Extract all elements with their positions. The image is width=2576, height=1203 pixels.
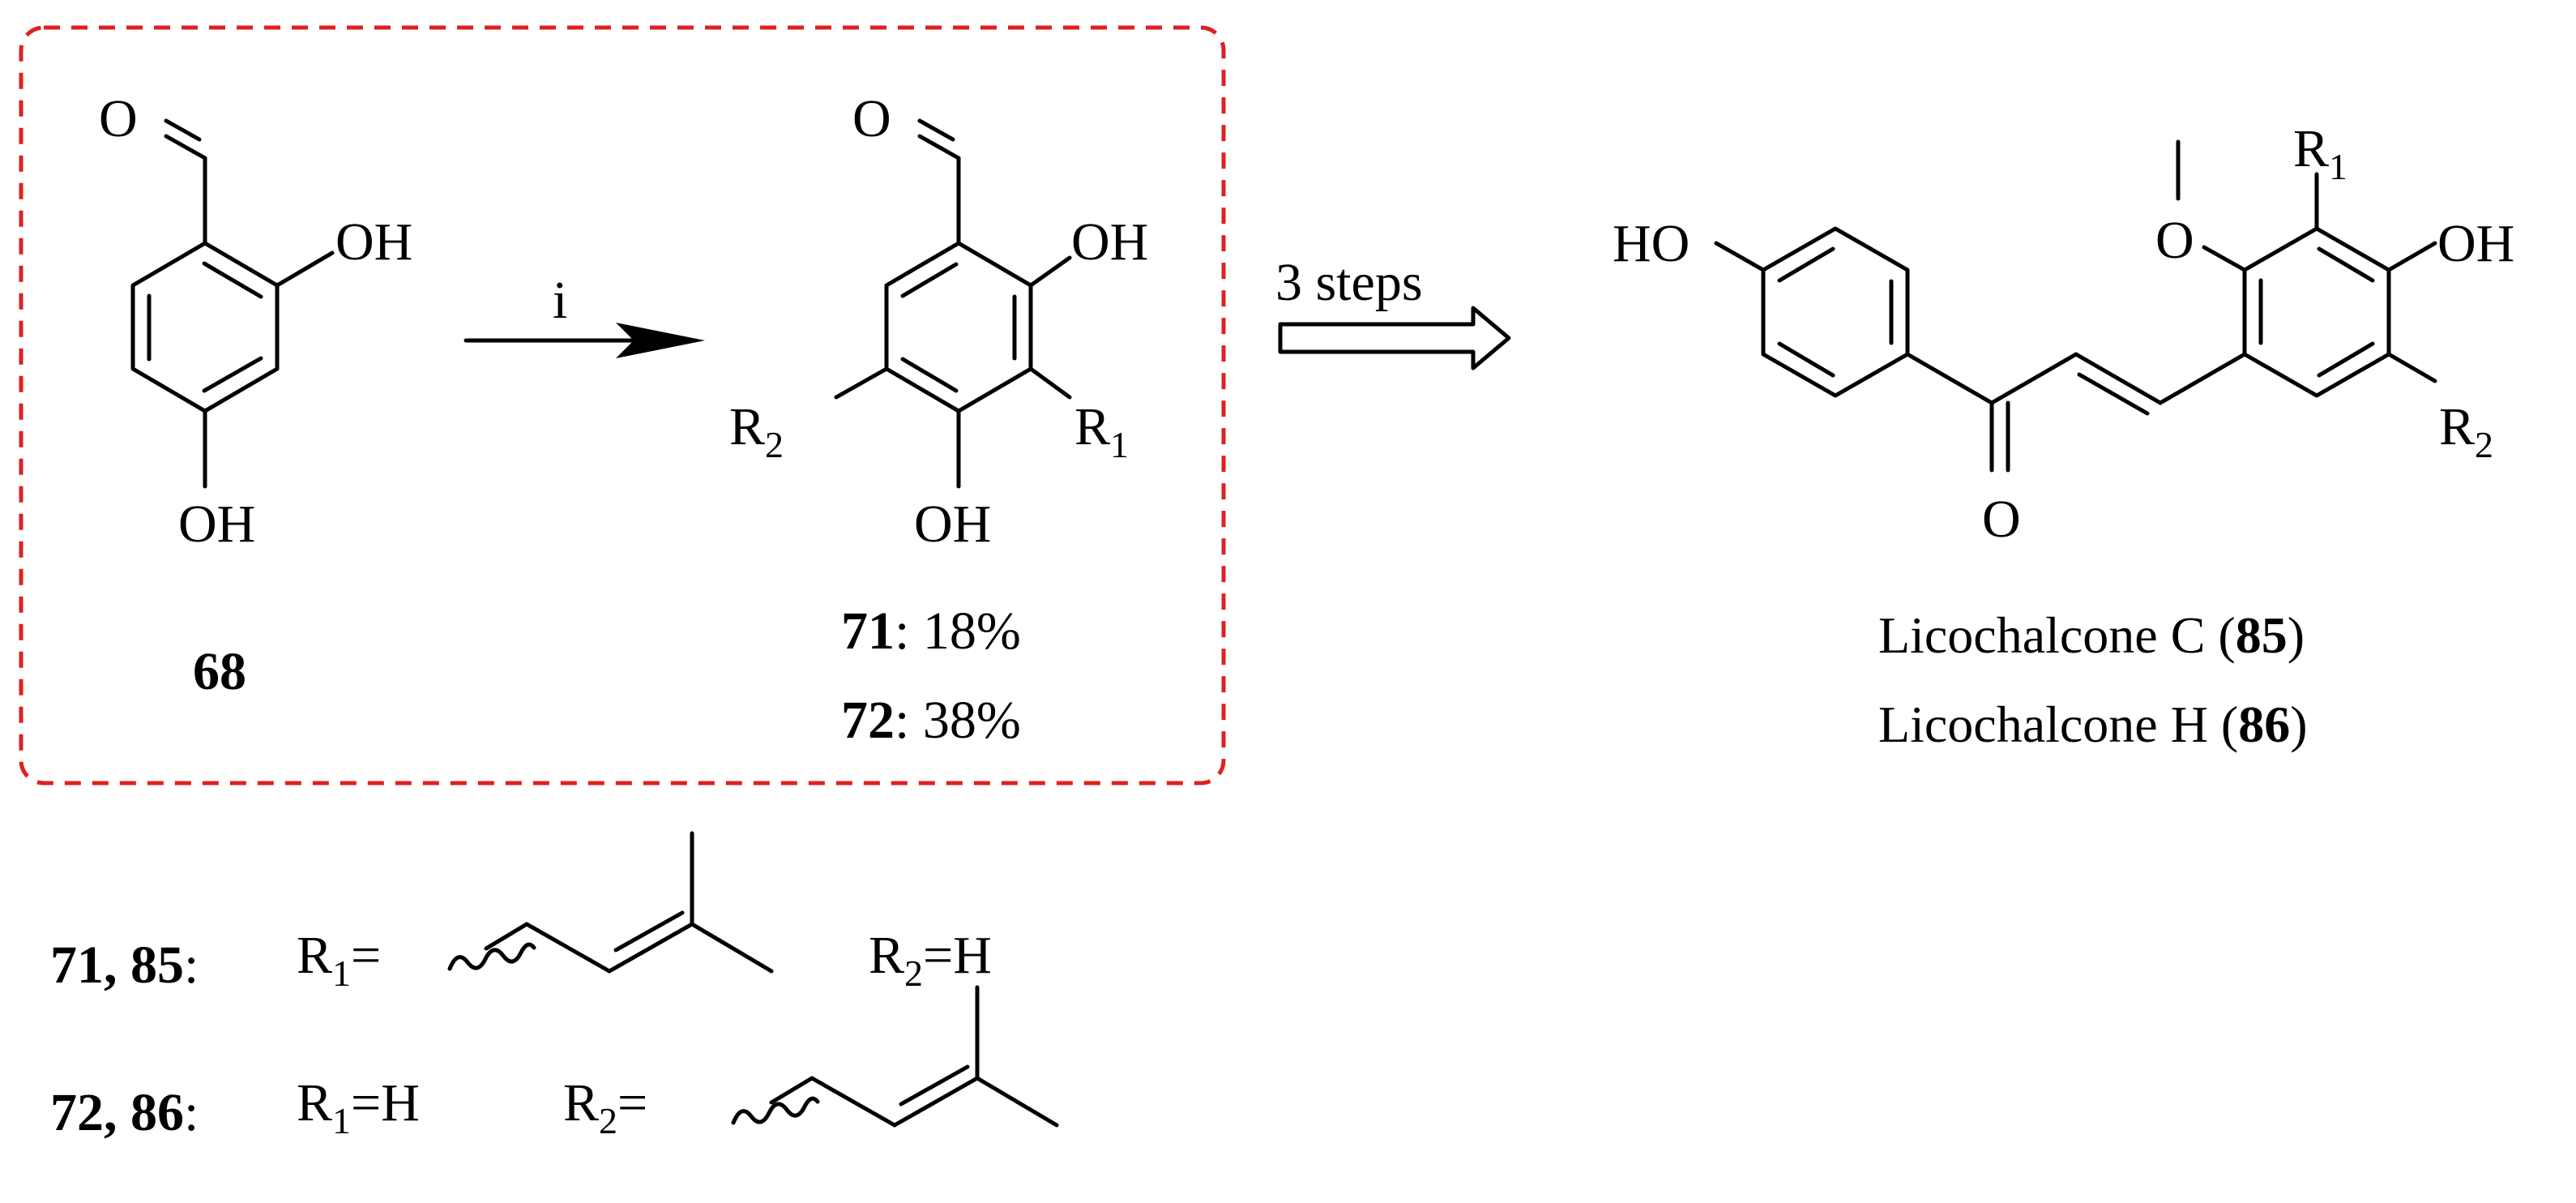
product-name-h: Licochalcone H (86)	[1878, 696, 2308, 753]
product-methoxy-o: O	[2155, 211, 2194, 270]
legend-row2-r2: R2=	[563, 1073, 647, 1141]
prenyl-group-r2-row2	[731, 985, 1059, 1128]
reagent-label: i	[553, 271, 567, 330]
compound-71-72-oh-top: OH	[1071, 212, 1148, 272]
compound-68-id: 68	[193, 642, 246, 701]
yield-71: 71: 18%	[841, 602, 1021, 661]
legend-row2-r1: R1=H	[297, 1073, 420, 1141]
product-structure	[1714, 139, 2437, 473]
compound-68-carbonyl-o: O	[99, 89, 138, 148]
product-ho-label: HO	[1613, 214, 1690, 273]
legend-row1-ids: 71, 85:	[50, 935, 199, 995]
legend-row1-r1: R1=	[297, 926, 381, 994]
product-ketone-o: O	[1982, 490, 2021, 549]
legend-row1-r2: R2=H	[869, 926, 992, 994]
compound-71-72-carbonyl-o: O	[852, 89, 891, 148]
product-name-c: Licochalcone C (85)	[1878, 606, 2305, 664]
compound-71-72-r2: R2	[729, 397, 784, 465]
product-oh-label: OH	[2437, 214, 2514, 273]
yield-72: 72: 38%	[841, 691, 1021, 750]
steps-label: 3 steps	[1275, 253, 1423, 312]
compound-68-oh-top: OH	[335, 212, 412, 272]
compound-68-oh-bottom: OH	[178, 494, 255, 554]
three-steps-arrow	[1278, 306, 1511, 370]
compound-71-72-oh-bottom: OH	[914, 494, 991, 554]
prenyl-group-r1-row1	[447, 831, 774, 974]
compound-71-72-structure	[834, 118, 1072, 489]
compound-68-structure	[130, 118, 335, 489]
product-r2: R2	[2439, 397, 2493, 465]
product-r1: R1	[2293, 119, 2347, 187]
compound-71-72-r1: R1	[1074, 397, 1129, 465]
highlight-box	[19, 25, 1226, 786]
reaction-arrow	[464, 323, 705, 358]
legend-row2-ids: 72, 86:	[50, 1083, 199, 1142]
